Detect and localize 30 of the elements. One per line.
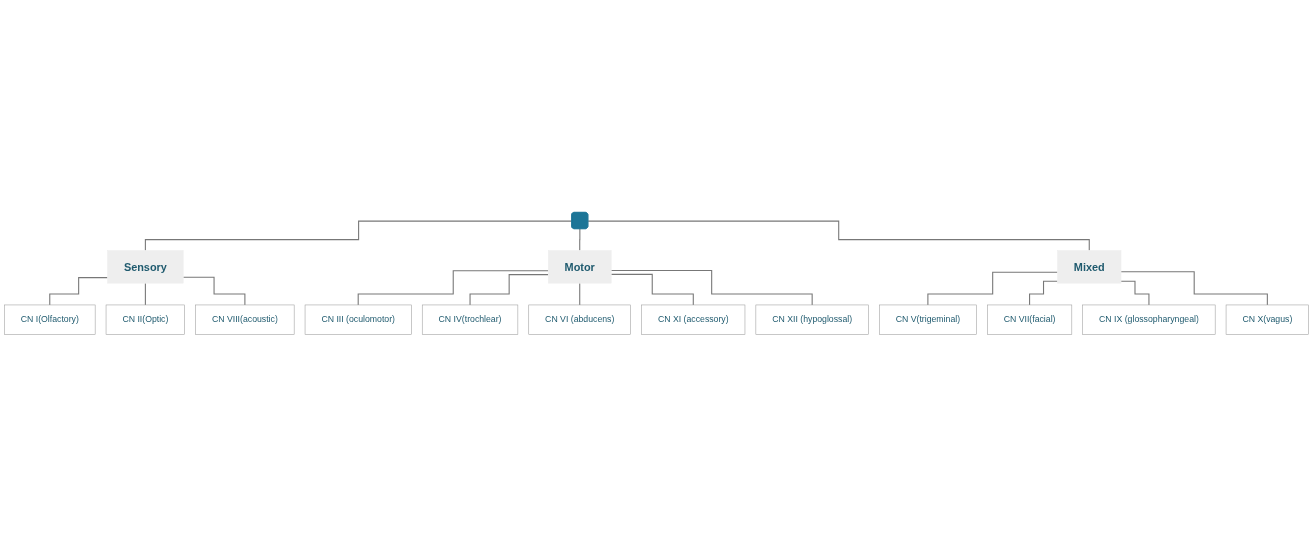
- connector: [579, 282, 581, 306]
- node-box: CN V(trigeminal): [879, 304, 977, 335]
- node-box: CN X(vagus): [1225, 304, 1309, 335]
- connector: [49, 276, 109, 306]
- node-box: CN VIII(acoustic): [195, 304, 295, 335]
- node-box: CN XI (accessory): [641, 304, 746, 335]
- connector: [1120, 270, 1268, 306]
- node-box: CN IX (glossopharyngeal): [1082, 304, 1216, 335]
- connector: [579, 228, 581, 251]
- connector: [469, 273, 549, 306]
- connector: [1029, 280, 1059, 306]
- node-box: CN VI (abducens): [528, 304, 631, 335]
- node-box: CN I(Olfactory): [4, 304, 96, 335]
- node-box: CN VII(facial): [987, 304, 1073, 335]
- connector: [1120, 280, 1150, 306]
- connector: [144, 220, 573, 251]
- connector: [587, 220, 1090, 251]
- node-box: Sensory: [107, 249, 184, 284]
- connector: [610, 273, 694, 306]
- node-box: CN XII (hypoglossal): [755, 304, 869, 335]
- node-box: CN II(Optic): [105, 304, 185, 335]
- node-box: Motor: [548, 249, 612, 284]
- connector: [182, 276, 246, 306]
- node-box: CN III (oculomotor): [304, 304, 412, 335]
- connector: [144, 282, 146, 306]
- connector: [357, 269, 549, 306]
- node-box: Mixed: [1057, 249, 1122, 284]
- connector: [610, 269, 813, 306]
- connector: [927, 271, 1059, 306]
- node-box: CN IV(trochlear): [421, 304, 519, 335]
